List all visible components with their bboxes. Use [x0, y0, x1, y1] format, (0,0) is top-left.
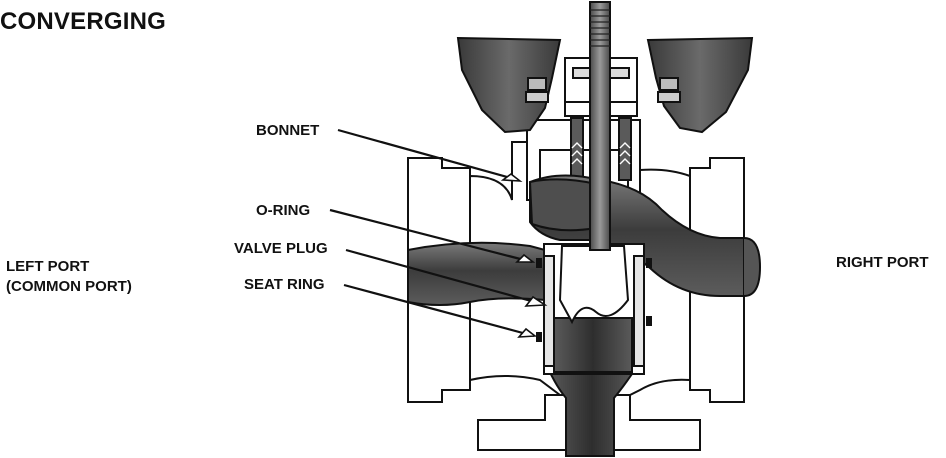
- o-ring-label: O-RING: [256, 202, 311, 219]
- bonnet-leader: [337, 128, 519, 182]
- bonnet-arrowhead: [500, 172, 523, 182]
- bonnet-label: BONNET: [256, 122, 320, 139]
- valve-plug-label: VALVE PLUG: [234, 240, 328, 257]
- left-port-passage: [407, 241, 546, 306]
- right-port-label: RIGHT PORT: [836, 254, 929, 271]
- actuator-yoke: [456, 36, 754, 134]
- o-ring-arrowhead: [515, 253, 536, 263]
- valve-plug: [558, 245, 630, 325]
- valve-plug-leader: [345, 248, 543, 306]
- left-port-sublabel: (COMMON PORT): [6, 278, 132, 295]
- seat-ring-arrowhead: [517, 327, 538, 338]
- leader-lines: [329, 128, 543, 338]
- seat-ring-leader: [343, 283, 535, 338]
- diagram-title: CONVERGING: [0, 8, 167, 35]
- valve-stem: [589, 1, 611, 251]
- valve-plug-arrowhead: [524, 295, 548, 307]
- bottom-passage: [546, 367, 638, 457]
- left-port-label: LEFT PORT: [6, 258, 90, 275]
- seat-ring-label: SEAT RING: [244, 276, 325, 293]
- o-ring-leader: [329, 208, 533, 264]
